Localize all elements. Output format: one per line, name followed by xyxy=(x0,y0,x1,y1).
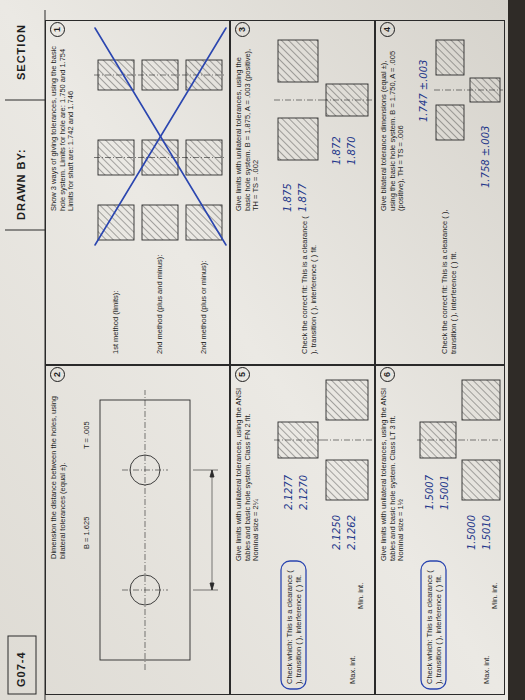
note-text: Min. int. xyxy=(357,583,366,609)
problem-statement: Dimension the distance between the holes… xyxy=(50,387,67,559)
problem-number: 1 xyxy=(50,22,65,37)
centerline xyxy=(434,90,466,91)
problem-statement: Give limits with unilateral tolerances, … xyxy=(235,41,261,211)
hole-plate xyxy=(186,205,222,240)
hole-plate xyxy=(278,40,318,82)
problem-statement: Give limits with unilateral tolerances, … xyxy=(380,386,406,561)
title-block-text: DRAWN BY: xyxy=(15,148,28,220)
handwritten-dimension: 1.870 xyxy=(346,136,358,165)
centerline xyxy=(322,100,372,101)
handwritten-dimension: 1.747 ±.003 xyxy=(418,60,430,122)
title-block-text: G07-4 xyxy=(15,651,28,687)
centerline xyxy=(274,440,322,441)
hole-plate xyxy=(278,118,318,160)
problem-number: 4 xyxy=(380,22,395,37)
handwritten-dimension: 1.5001 xyxy=(439,475,451,510)
handwritten-dimension: 2.1270 xyxy=(298,475,310,510)
pen-circle xyxy=(281,561,306,689)
centerline xyxy=(145,390,146,670)
note-text: Min. int. xyxy=(491,583,500,609)
dimension-line xyxy=(212,470,213,590)
handwritten-dimension: 1.5007 xyxy=(424,475,436,510)
hole-plate xyxy=(142,205,178,240)
handwritten-dimension: 2.1262 xyxy=(346,515,358,550)
centerline xyxy=(122,590,168,591)
handwritten-dimension: 1.877 xyxy=(297,183,309,212)
handwritten-dimension: 1.872 xyxy=(331,136,343,165)
pen-stroke xyxy=(95,28,226,245)
problem-statement: Show 3 ways of giving tolerances, using … xyxy=(50,41,76,211)
header-divider xyxy=(5,230,45,231)
centerline xyxy=(122,470,168,471)
note-text: 2nd method (plus or minus): xyxy=(200,261,209,354)
centerline xyxy=(138,157,182,158)
centerline xyxy=(182,157,226,158)
hole-plate xyxy=(326,380,368,420)
arrowhead xyxy=(210,470,214,477)
note-text: Max. int. xyxy=(483,656,492,684)
hole-plate xyxy=(462,380,500,420)
paper xyxy=(0,0,508,700)
pen-circle xyxy=(421,561,446,689)
centerline xyxy=(274,100,322,101)
header-divider xyxy=(5,100,45,101)
note-text: T = .005 xyxy=(83,421,92,449)
hole-plate xyxy=(436,40,464,75)
problem-cell: 4Give bilateral tolerance dimensions (eq… xyxy=(375,20,505,365)
hole-plate xyxy=(326,460,368,500)
centerline xyxy=(459,440,503,441)
centerline xyxy=(94,75,138,76)
note-text: 2nd method (plus and minus): xyxy=(156,255,165,354)
handwritten-dimension: 2.1250 xyxy=(331,515,343,550)
problem-number: 2 xyxy=(50,367,65,382)
problem-number: 5 xyxy=(235,367,250,382)
sheet-number-box xyxy=(8,636,36,694)
hole-plate xyxy=(436,105,464,140)
problem-cell: 1Show 3 ways of giving tolerances, using… xyxy=(45,20,230,365)
note-text: Check which: This is a clearance ( ), tr… xyxy=(286,564,303,684)
problem-number: 3 xyxy=(235,22,250,37)
centerline xyxy=(94,157,138,158)
handwritten-dimension: 1.5010 xyxy=(481,515,493,550)
note-text: Check the correct fit: This is a clearan… xyxy=(441,204,458,354)
centerline xyxy=(467,90,503,91)
pen-marks xyxy=(281,561,446,689)
problem-statement: Give limits with unilateral tolerances, … xyxy=(235,386,261,561)
problem-3-drawings xyxy=(274,40,372,160)
cross-out-marks xyxy=(95,28,226,245)
title-block-text: SECTION xyxy=(15,24,28,80)
extension-line xyxy=(193,470,218,471)
pen-stroke xyxy=(95,28,226,245)
note-text: Check the correct fit: This is a clearan… xyxy=(301,214,318,354)
centerline xyxy=(182,75,226,76)
extension-line xyxy=(193,590,218,591)
note-text: Check which: This is a clearance ( ), tr… xyxy=(426,564,443,684)
shaft xyxy=(470,78,500,102)
handwritten-dimension: 1.875 xyxy=(282,183,294,212)
centerline xyxy=(322,440,372,441)
centerline xyxy=(417,440,459,441)
problem-4-drawings xyxy=(434,40,503,140)
problem-cell: 2Dimension the distance between the hole… xyxy=(45,365,230,695)
handwritten-dimension: 1.5000 xyxy=(466,515,478,550)
problem-number: 6 xyxy=(380,367,395,382)
centerline xyxy=(138,75,182,76)
problem-2-drawing xyxy=(100,390,218,670)
note-text: Max. int. xyxy=(349,656,358,684)
note-text: B = 1.625 xyxy=(83,517,92,549)
note-text: 1st method (limits): xyxy=(112,291,121,354)
arrowhead xyxy=(210,583,214,590)
handwritten-dimension: 2.1277 xyxy=(283,475,295,510)
hole-plate xyxy=(462,460,500,500)
handwritten-dimension: 1.758 ±.003 xyxy=(480,126,492,188)
problem-statement: Give bilateral tolerance dimensions (equ… xyxy=(380,41,406,211)
